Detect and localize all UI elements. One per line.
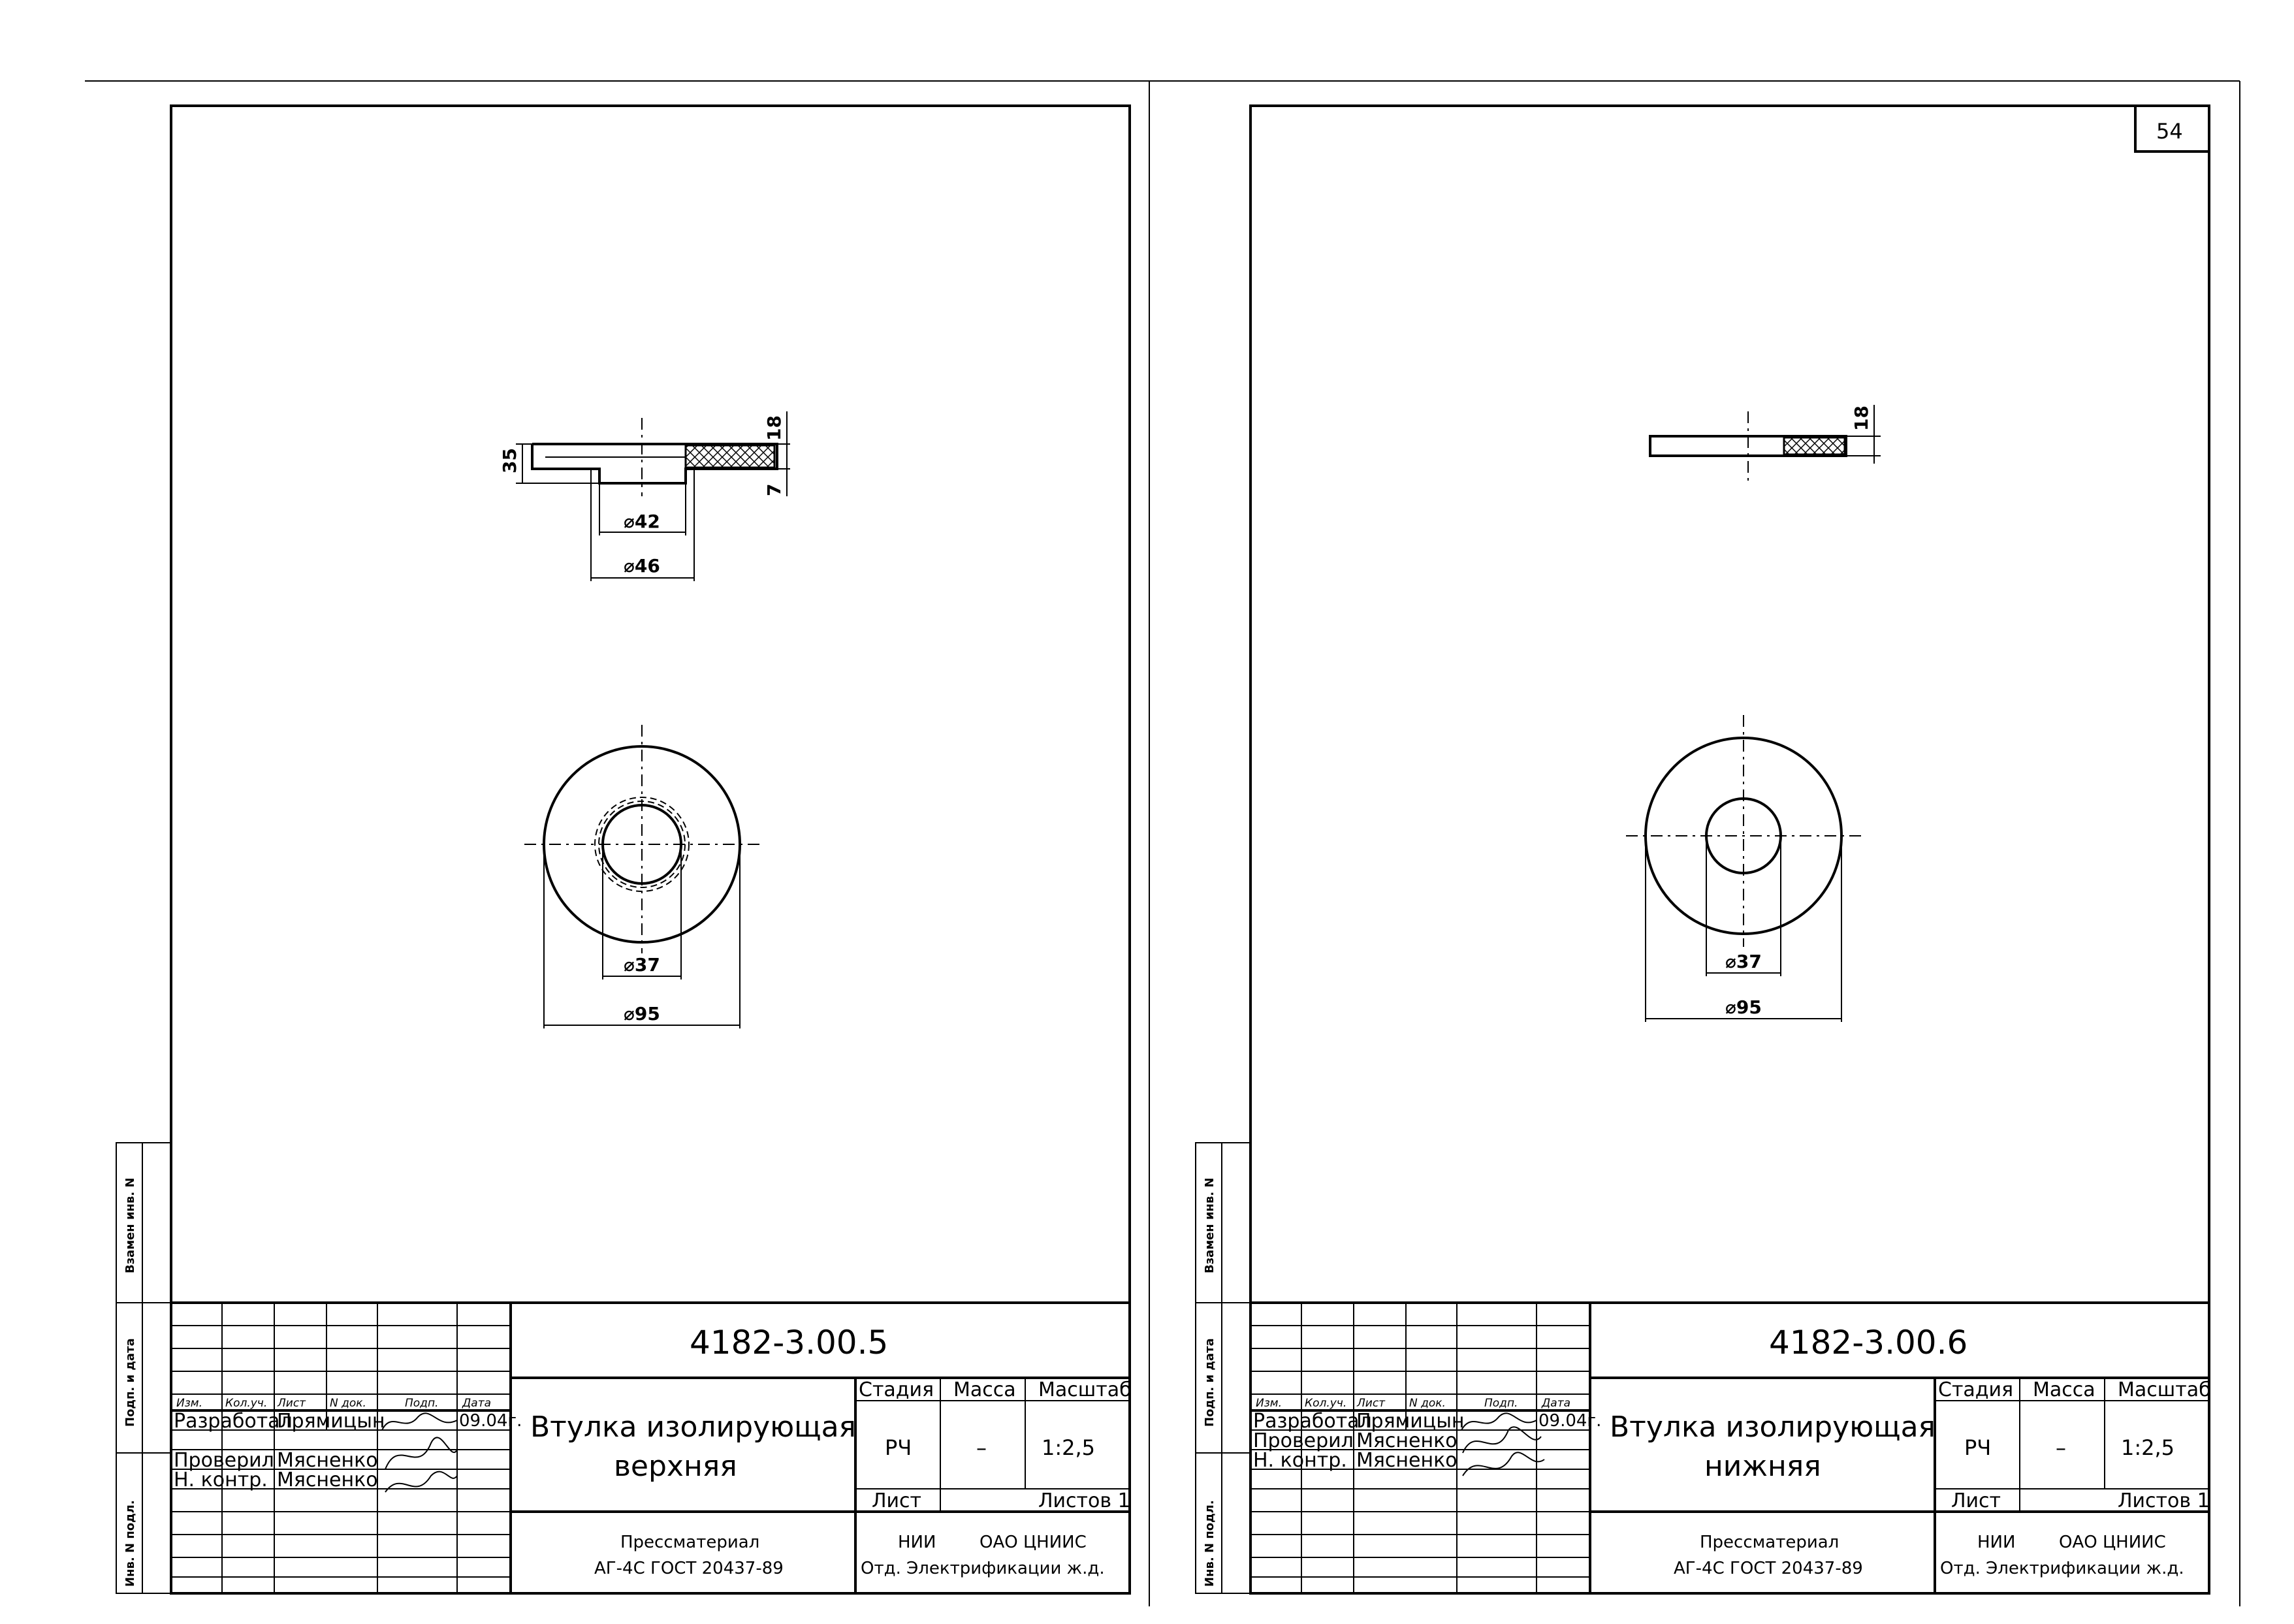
sheet-2-side-view: 18 bbox=[1649, 405, 1881, 483]
dim-18: 18 bbox=[763, 415, 785, 441]
dim-35: 35 bbox=[499, 448, 520, 473]
signature-2 bbox=[1461, 1412, 1545, 1476]
label-sheet: Лист bbox=[872, 1489, 921, 1512]
label-scale: Масштаб bbox=[1038, 1378, 1132, 1401]
label-sheets-2: Листов 1 bbox=[2118, 1489, 2210, 1512]
label-stage: Стадия bbox=[859, 1378, 934, 1401]
side-label-inv-2: Инв. N подл. bbox=[1203, 1500, 1217, 1587]
dim-d42: ⌀42 bbox=[624, 511, 660, 532]
date-developed-2: 09.04г. bbox=[1538, 1411, 1601, 1431]
hdr-koluch: Кол.уч. bbox=[225, 1397, 267, 1410]
sheet-1-side-view: 35 18 7 ⌀42 ⌀46 bbox=[499, 411, 790, 581]
role-developed-2: Разработал bbox=[1253, 1410, 1372, 1433]
sheet-2-frame bbox=[1249, 104, 2210, 1595]
material-line2-2: АГ-4С ГОСТ 20437-89 bbox=[1674, 1559, 1863, 1578]
value-mass: – bbox=[976, 1435, 987, 1460]
sheet-1-frame bbox=[170, 104, 1131, 1595]
org-name-2: ОАО ЦНИИС bbox=[2059, 1533, 2166, 1552]
label-mass-2: Масса bbox=[2033, 1378, 2095, 1401]
dim-18-s2: 18 bbox=[1851, 406, 1872, 431]
material-line2: АГ-4С ГОСТ 20437-89 bbox=[594, 1559, 784, 1578]
hdr-list: Лист bbox=[277, 1397, 306, 1410]
part-title-line1-2: Втулка изолирующая bbox=[1610, 1410, 1936, 1444]
hdr-list-2: Лист bbox=[1356, 1397, 1386, 1410]
drawing-code-2: 4182-3.00.6 bbox=[1769, 1324, 1967, 1361]
material-line1: Прессматериал bbox=[620, 1533, 759, 1552]
label-scale-2: Масштаб bbox=[2118, 1378, 2211, 1401]
hdr-podp-2: Подп. bbox=[1484, 1397, 1518, 1410]
value-stage: РЧ bbox=[885, 1435, 912, 1460]
part-title-line2: верхняя bbox=[614, 1450, 737, 1483]
label-sheet-2: Лист bbox=[1951, 1489, 2001, 1512]
name-checker: Мясненко bbox=[277, 1449, 378, 1472]
hdr-podp: Подп. bbox=[405, 1397, 438, 1410]
dim-d95-s1: ⌀95 bbox=[624, 1003, 660, 1025]
name-developer-2: Прямицын bbox=[1356, 1410, 1465, 1433]
sheet-2: 54 Взамен инв. N Подп. и дата Инв. N под… bbox=[1195, 104, 2211, 1595]
hdr-ndok: N док. bbox=[330, 1397, 366, 1410]
side-label-inv: Инв. N подл. bbox=[123, 1500, 137, 1587]
hdr-data-2: Дата bbox=[1541, 1397, 1570, 1410]
side-label-replace-2: Взамен инв. N bbox=[1203, 1177, 1217, 1273]
part-title-line1: Втулка изолирующая bbox=[530, 1410, 856, 1444]
label-stage-2: Стадия bbox=[1938, 1378, 2013, 1401]
side-label-sign: Подп. и дата bbox=[123, 1338, 137, 1427]
name-developer: Прямицын bbox=[277, 1410, 385, 1433]
hdr-izm-2: Изм. bbox=[1256, 1397, 1282, 1410]
role-normcontrol: Н. контр. bbox=[174, 1469, 268, 1491]
role-checked-2: Проверил bbox=[1253, 1429, 1354, 1452]
signature-1 bbox=[381, 1412, 458, 1493]
dim-d37-s2: ⌀37 bbox=[1725, 951, 1762, 972]
sheet-1: Взамен инв. N Подп. и дата Инв. N подл. … bbox=[116, 104, 1132, 1595]
sheet-1-grid bbox=[171, 1303, 511, 1593]
name-normcontrol-2: Мясненко bbox=[1356, 1449, 1458, 1472]
value-scale-2: 1:2,5 bbox=[2121, 1435, 2175, 1460]
value-mass-2: – bbox=[2056, 1435, 2066, 1460]
role-checked: Проверил bbox=[174, 1449, 274, 1472]
side-label-sign-2: Подп. и дата bbox=[1203, 1338, 1217, 1427]
value-stage-2: РЧ bbox=[1964, 1435, 1991, 1460]
hdr-ndok-2: N док. bbox=[1409, 1397, 1446, 1410]
sheet-1-plan-view: ⌀37 ⌀95 bbox=[524, 725, 759, 1028]
sheet-2-title-block: Изм. Кол.уч. Лист N док. Подп. Дата Разр… bbox=[1251, 1301, 2211, 1593]
org-department: Отд. Электрификации ж.д. bbox=[861, 1559, 1105, 1578]
label-sheets: Листов 1 bbox=[1038, 1489, 1130, 1512]
hdr-izm: Изм. bbox=[176, 1397, 202, 1410]
sheet-1-title-block: Изм. Кол.уч. Лист N док. Подп. Дата Разр… bbox=[171, 1301, 1132, 1593]
dim-d46: ⌀46 bbox=[624, 555, 660, 577]
label-mass: Масса bbox=[953, 1378, 1016, 1401]
drawing-code: 4182-3.00.5 bbox=[690, 1324, 888, 1361]
sheet-1-side-stamp: Взамен инв. N Подп. и дата Инв. N подл. bbox=[116, 1142, 172, 1594]
name-checker-2: Мясненко bbox=[1356, 1429, 1458, 1452]
page-number-box bbox=[2134, 104, 2210, 153]
hdr-data: Дата bbox=[462, 1397, 491, 1410]
org-logo-2: НИИ bbox=[1977, 1533, 2015, 1552]
page-number: 54 bbox=[2156, 119, 2183, 144]
hdr-koluch-2: Кол.уч. bbox=[1305, 1397, 1346, 1410]
value-scale: 1:2,5 bbox=[1042, 1435, 1095, 1460]
dim-d37-s1: ⌀37 bbox=[624, 954, 660, 976]
date-developed: 09.04г. bbox=[459, 1411, 522, 1431]
part-title-line2-2: нижняя bbox=[1704, 1450, 1821, 1483]
role-normcontrol-2: Н. контр. bbox=[1253, 1449, 1347, 1472]
sheet-2-side-stamp: Взамен инв. N Подп. и дата Инв. N подл. bbox=[1195, 1142, 1251, 1594]
sheet-2-plan-view: ⌀37 ⌀95 bbox=[1626, 715, 1861, 1022]
dim-7: 7 bbox=[763, 484, 785, 496]
side-label-replace: Взамен инв. N bbox=[123, 1177, 137, 1273]
sheet-2-grid bbox=[1251, 1303, 1590, 1593]
dim-d95-s2: ⌀95 bbox=[1725, 996, 1762, 1018]
org-name: ОАО ЦНИИС bbox=[980, 1533, 1087, 1552]
org-logo: НИИ bbox=[898, 1533, 936, 1552]
name-normcontrol: Мясненко bbox=[277, 1469, 378, 1491]
role-developed: Разработал bbox=[174, 1410, 293, 1433]
material-line1-2: Прессматериал bbox=[1700, 1533, 1839, 1552]
org-department-2: Отд. Электрификации ж.д. bbox=[1940, 1559, 2184, 1578]
